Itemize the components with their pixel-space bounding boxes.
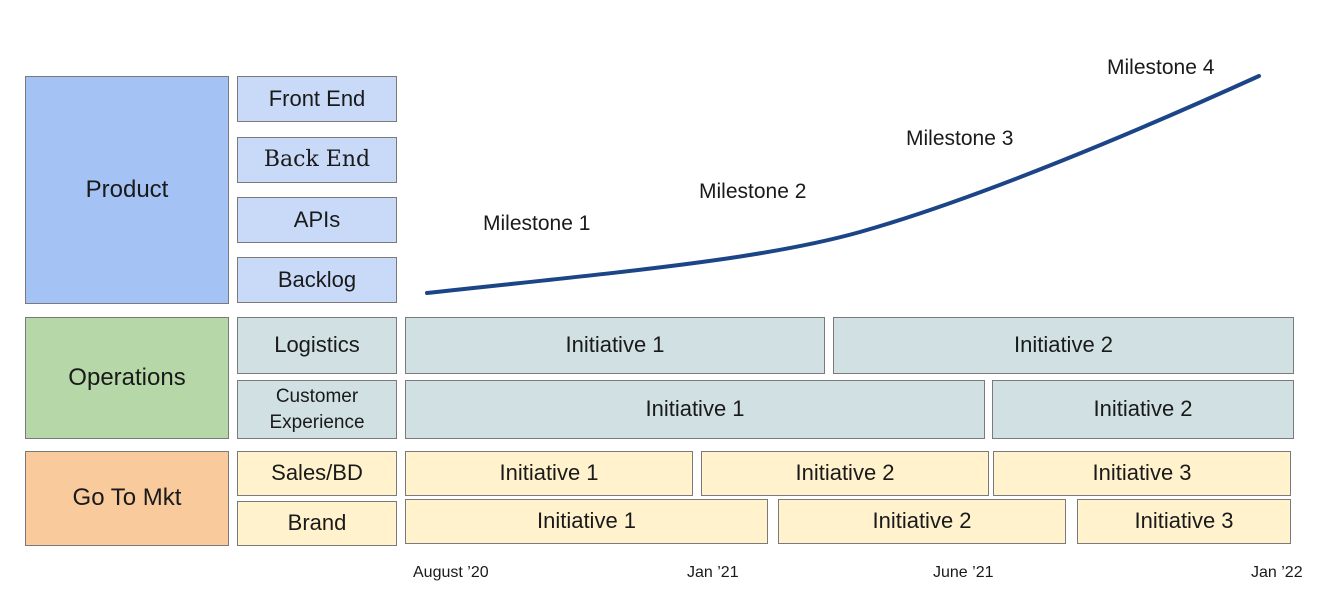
brand-initiative-2-label: Initiative 2 <box>872 508 972 534</box>
subcategory-brand: Brand <box>237 501 397 546</box>
subcategory-customer-experience-line2: Experience <box>269 411 365 433</box>
timeline-tick-jan-22: Jan ’22 <box>1251 564 1303 581</box>
subcategory-apis: APIs <box>237 197 397 243</box>
customer-experience-initiative-2: Initiative 2 <box>992 380 1294 439</box>
subcategory-sales-bd-label: Sales/BD <box>271 460 363 486</box>
brand-initiative-3-label: Initiative 3 <box>1134 508 1234 534</box>
subcategory-sales-bd: Sales/BD <box>237 451 397 496</box>
subcategory-customer-experience: Customer Experience <box>237 380 397 439</box>
brand-initiative-1-label: Initiative 1 <box>536 508 637 534</box>
customer-experience-initiative-1: Initiative 1 <box>405 380 985 439</box>
logistics-initiative-1: Initiative 1 <box>405 317 825 374</box>
milestone-1-label: Milestone 1 <box>483 212 591 235</box>
milestone-3-label: Milestone 3 <box>906 127 1014 150</box>
brand-initiative-3: Initiative 3 <box>1077 499 1291 544</box>
timeline-tick-june-21: June ’21 <box>933 564 994 581</box>
category-product: Product <box>25 76 229 304</box>
subcategory-front-end-label: Front End <box>268 85 366 111</box>
customer-experience-initiative-1-label: Initiative 1 <box>645 396 745 422</box>
subcategory-front-end: Front End <box>237 76 397 122</box>
sales-bd-initiative-1: Initiative 1 <box>405 451 693 496</box>
category-go-to-market-label: Go To Mkt <box>72 484 182 512</box>
category-operations: Operations <box>25 317 229 439</box>
logistics-initiative-1-label: Initiative 1 <box>565 332 665 358</box>
brand-initiative-1: Initiative 1 <box>405 499 768 544</box>
logistics-initiative-2: Initiative 2 <box>833 317 1294 374</box>
timeline-tick-jan-21: Jan ’21 <box>687 564 739 581</box>
timeline-tick-aug-20: August ’20 <box>413 564 489 581</box>
milestone-curve-line <box>425 74 1261 295</box>
category-operations-label: Operations <box>68 363 186 391</box>
subcategory-logistics: Logistics <box>237 317 397 374</box>
sales-bd-initiative-2: Initiative 2 <box>701 451 989 496</box>
subcategory-logistics-label: Logistics <box>274 332 360 358</box>
subcategory-customer-experience-line1: Customer <box>275 385 359 407</box>
subcategory-brand-label: Brand <box>287 510 347 536</box>
sales-bd-initiative-1-label: Initiative 1 <box>499 460 599 486</box>
subcategory-back-end-label: Back End <box>263 146 371 172</box>
category-product-label: Product <box>85 175 169 203</box>
subcategory-apis-label: APIs <box>293 206 341 232</box>
subcategory-back-end: Back End <box>237 137 397 183</box>
subcategory-backlog: Backlog <box>237 257 397 303</box>
milestone-4-label: Milestone 4 <box>1107 56 1215 79</box>
logistics-initiative-2-label: Initiative 2 <box>1013 332 1114 358</box>
subcategory-backlog-label: Backlog <box>277 266 357 292</box>
milestone-2-label: Milestone 2 <box>699 180 807 203</box>
category-go-to-market: Go To Mkt <box>25 451 229 546</box>
sales-bd-initiative-3: Initiative 3 <box>993 451 1291 496</box>
sales-bd-initiative-2-label: Initiative 2 <box>795 460 895 486</box>
sales-bd-initiative-3-label: Initiative 3 <box>1092 460 1192 486</box>
brand-initiative-2: Initiative 2 <box>778 499 1066 544</box>
customer-experience-initiative-2-label: Initiative 2 <box>1093 396 1193 422</box>
